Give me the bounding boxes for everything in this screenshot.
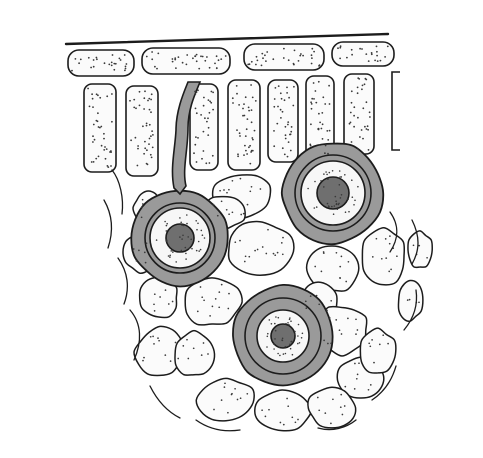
cell-edge-stroke (112, 170, 123, 214)
palisade-cell (228, 80, 260, 170)
parenchyma-cell (360, 328, 396, 373)
surface-cell (332, 42, 394, 66)
palisade-cell (268, 80, 298, 162)
core (317, 177, 349, 209)
parenchyma-cell (196, 378, 254, 420)
parenchyma-cell (229, 222, 294, 276)
parenchyma-cell (408, 231, 432, 268)
cell-edge-stroke (150, 386, 180, 418)
cell-edge-stroke (196, 420, 240, 431)
partial-cell-edge (392, 72, 400, 150)
cell-edge-stroke (118, 258, 127, 304)
palisade-cell (344, 74, 374, 154)
surface-cell (142, 48, 230, 74)
palisade-cell (126, 86, 158, 176)
surface-cell (68, 50, 134, 76)
parenchyma-cell (398, 280, 422, 321)
parenchyma-cell (175, 331, 215, 376)
parenchyma-cell (362, 228, 404, 285)
cell-edge-stroke (104, 200, 111, 248)
